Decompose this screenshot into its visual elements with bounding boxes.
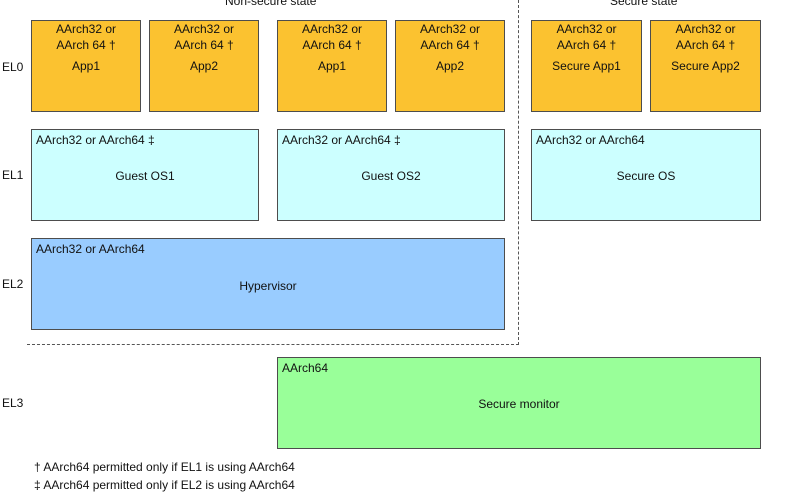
app-arch-line1: AArch32 or	[556, 22, 617, 36]
el3-secure-monitor-box: AArch64 Secure monitor	[277, 357, 761, 449]
app-name: App1	[71, 59, 101, 73]
app-arch-line1: AArch32 or	[55, 22, 117, 36]
app-name: App2	[435, 59, 465, 73]
os-name: Secure OS	[616, 169, 676, 183]
secure-state-header: Secure state	[610, 0, 678, 8]
app-name: Secure App1	[552, 59, 621, 73]
el2-hypervisor-box: AArch32 or AArch64 Hypervisor	[31, 238, 505, 330]
app-name: App1	[317, 59, 347, 73]
os-name: Guest OS1	[115, 169, 175, 183]
app-arch-line2: AArch 64 †	[556, 38, 617, 52]
non-secure-state-header: Non-secure state	[225, 0, 317, 8]
el0-app-box: AArch32 or AArch 64 † App1	[277, 20, 387, 112]
el0-secure-app-box: AArch32 or AArch 64 † Secure App1	[531, 20, 642, 112]
el0-secure-app-box: AArch32 or AArch 64 † Secure App2	[650, 20, 761, 112]
monitor-arch-label: AArch64	[282, 361, 329, 375]
level-label-el2: EL2	[2, 277, 24, 291]
el1-guest-os2-box: AArch32 or AArch64 ‡ Guest OS2	[277, 129, 505, 221]
monitor-name: Secure monitor	[478, 397, 560, 411]
app-arch-line2: AArch 64 †	[675, 38, 736, 52]
app-arch-line2: AArch 64 †	[174, 38, 234, 52]
el1-secure-os-box: AArch32 or AArch64 Secure OS	[531, 129, 761, 221]
app-arch-line1: AArch32 or	[675, 22, 736, 36]
app-name: Secure App2	[671, 59, 740, 73]
footnote-dagger: † AArch64 permitted only if EL1 is using…	[34, 460, 295, 474]
level-label-el0: EL0	[2, 60, 24, 74]
el0-app-box: AArch32 or AArch 64 † App2	[395, 20, 505, 112]
hypervisor-name: Hypervisor	[239, 279, 297, 293]
os-arch-label: AArch32 or AArch64 ‡	[36, 133, 155, 147]
app-name: App2	[189, 59, 219, 73]
app-arch-line1: AArch32 or	[419, 22, 481, 36]
app-arch-line2: AArch 64 †	[56, 38, 116, 52]
state-divider-horizontal	[27, 344, 519, 345]
level-label-el1: EL1	[2, 168, 24, 182]
app-arch-line2: AArch 64 †	[302, 38, 362, 52]
state-divider-vertical	[518, 0, 519, 345]
footnote-double-dagger: ‡ AArch64 permitted only if EL2 is using…	[34, 478, 295, 492]
hypervisor-arch-label: AArch32 or AArch64	[36, 242, 145, 256]
app-arch-line2: AArch 64 †	[420, 38, 480, 52]
el1-guest-os1-box: AArch32 or AArch64 ‡ Guest OS1	[31, 129, 259, 221]
os-arch-label: AArch32 or AArch64 ‡	[282, 133, 401, 147]
os-name: Guest OS2	[361, 169, 421, 183]
el0-app-box: AArch32 or AArch 64 † App1	[31, 20, 141, 112]
app-arch-line1: AArch32 or	[173, 22, 235, 36]
el0-app-box: AArch32 or AArch 64 † App2	[149, 20, 259, 112]
level-label-el3: EL3	[2, 396, 24, 410]
os-arch-label: AArch32 or AArch64	[536, 133, 645, 147]
app-arch-line1: AArch32 or	[301, 22, 363, 36]
